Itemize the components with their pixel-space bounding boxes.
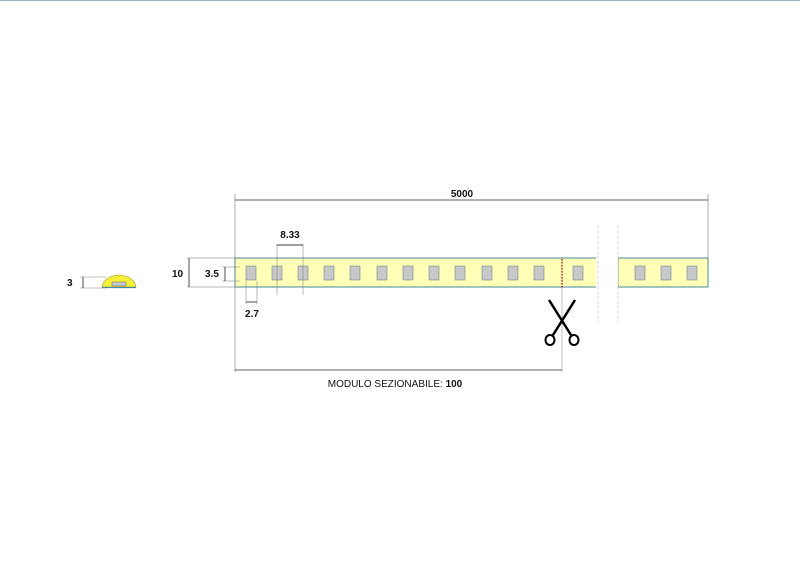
led-chip xyxy=(376,265,388,281)
width-label: 10 xyxy=(172,269,184,280)
led-chip xyxy=(686,265,698,281)
led-chip xyxy=(481,265,493,281)
total-length-label: 5000 xyxy=(451,189,474,200)
top-border xyxy=(0,0,800,1)
led-chip xyxy=(660,265,672,281)
led-width-label: 2.7 xyxy=(245,309,259,320)
pitch-label: 8.33 xyxy=(280,230,300,241)
led-chip xyxy=(507,265,519,281)
led-chip xyxy=(454,265,466,281)
led-chip xyxy=(245,265,257,281)
led-chip xyxy=(349,265,361,281)
led-chip xyxy=(323,265,335,281)
module-label: MODULO SEZIONABILE: 100 xyxy=(328,379,463,390)
led-chip xyxy=(634,265,646,281)
led-chip xyxy=(572,265,584,281)
led-chips xyxy=(245,265,698,281)
led-chip xyxy=(428,265,440,281)
led-height-label: 3.5 xyxy=(205,269,219,280)
scissors-icon xyxy=(544,299,580,346)
led-chip xyxy=(402,265,414,281)
profile-height-label: 3 xyxy=(67,278,73,289)
led-chip xyxy=(533,265,545,281)
profile-section: 3 xyxy=(67,274,137,289)
